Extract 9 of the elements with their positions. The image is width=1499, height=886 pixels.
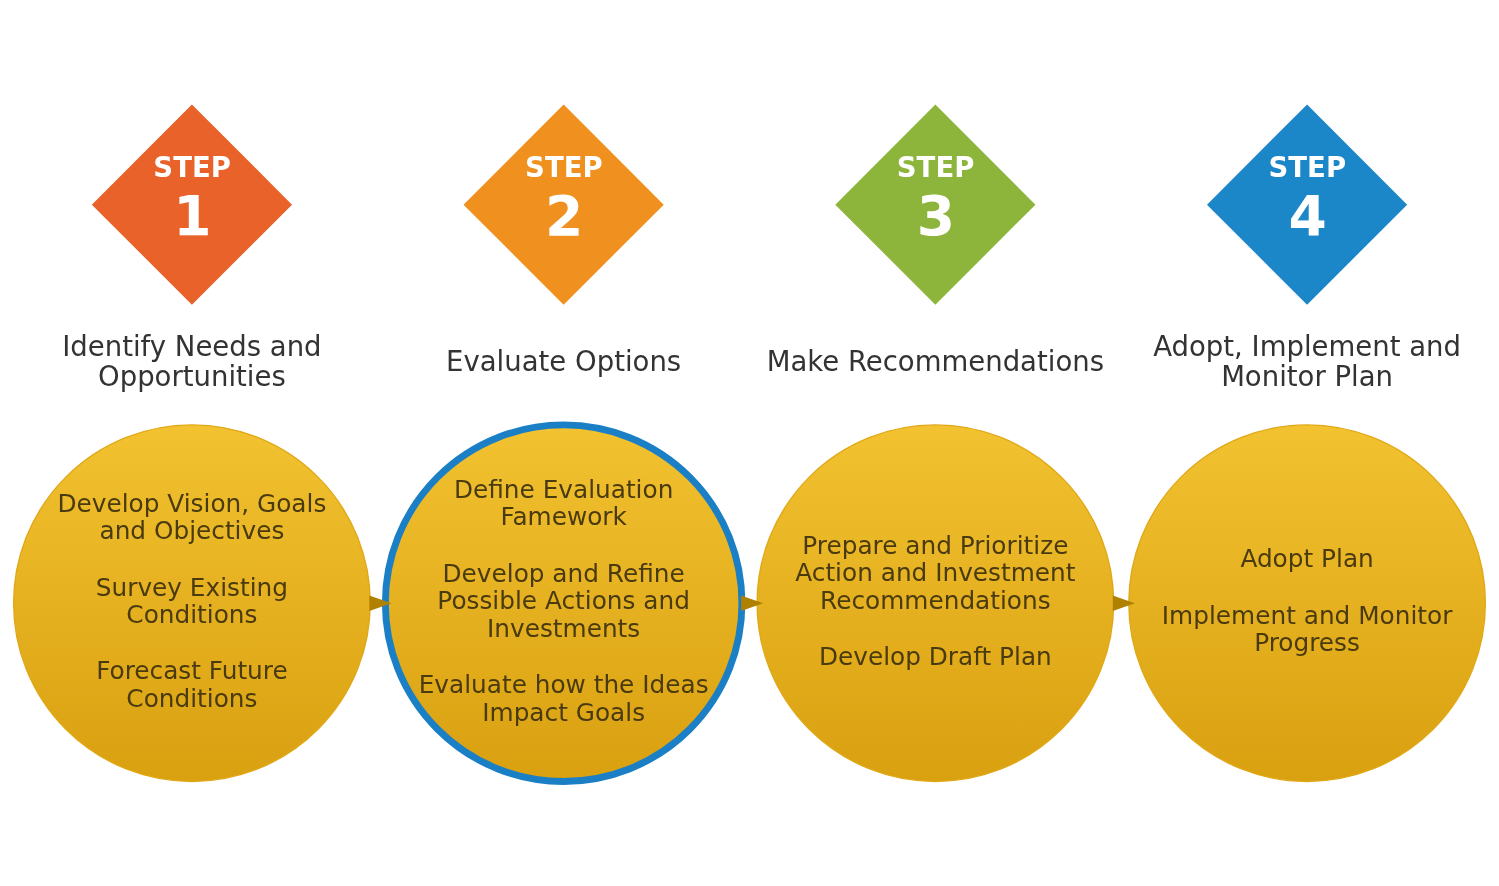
node-label: Evaluate Options	[446, 344, 682, 377]
node-label: Adopt, Implement and Monitor Plan	[1153, 329, 1461, 392]
node-label: Identify Needs and Opportunities	[62, 329, 322, 392]
node-diamond: STEP 2	[463, 104, 664, 305]
node-diamond: STEP 1	[91, 104, 292, 305]
node-circle: Adopt Plan Implement and Monitor Progress	[1128, 423, 1487, 782]
node-diamond: STEP 4	[1207, 104, 1408, 305]
node-diamond: STEP 3	[835, 104, 1036, 305]
node-label: Make Recommendations	[766, 344, 1105, 377]
